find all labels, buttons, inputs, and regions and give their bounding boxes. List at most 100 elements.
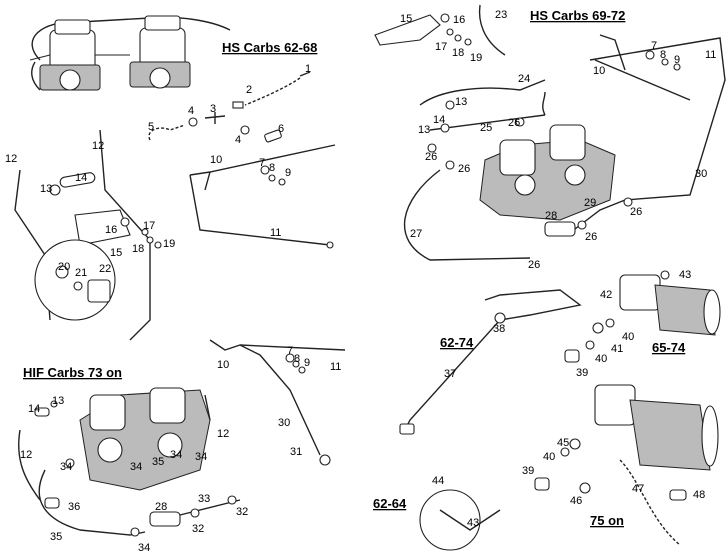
callout: 18 (452, 47, 464, 59)
washer-8r (661, 58, 669, 66)
nut-7 (260, 165, 270, 175)
clip-9 (278, 178, 286, 186)
nut-13 (49, 184, 61, 196)
washer-40b (585, 340, 595, 350)
clip-4b (240, 125, 250, 135)
olive-34b (65, 458, 75, 468)
pipe-end (326, 241, 334, 249)
callout: 19 (470, 52, 482, 64)
section-title-hs-69-72: HS Carbs 69-72 (530, 8, 625, 23)
pipe-12h-right (204, 394, 211, 421)
clip-48 (669, 489, 687, 501)
callout: 11 (330, 361, 341, 373)
callout: 17 (435, 41, 447, 53)
nut-13r (445, 100, 455, 110)
callout: 34 (170, 449, 182, 461)
washer-21 (73, 281, 83, 291)
callout: 6 (278, 123, 284, 135)
callout: 4 (188, 105, 194, 117)
washer-40 (605, 318, 615, 328)
washer-17r (446, 28, 454, 36)
callout: 36 (68, 501, 80, 513)
clip-part (232, 101, 244, 109)
nut-13h (50, 400, 58, 408)
banjo-39b (534, 477, 550, 491)
callout: 28 (155, 501, 167, 513)
callout: 7 (259, 157, 265, 169)
callout: 26 (458, 163, 470, 175)
callout: 45 (557, 437, 569, 449)
heat-shield-15 (374, 14, 441, 46)
callout: 34 (60, 461, 72, 473)
pipe-27 (403, 169, 531, 261)
callout: 18 (132, 243, 144, 255)
callout: 26 (585, 231, 597, 243)
callout: 7 (651, 40, 657, 52)
hose-47 (619, 459, 681, 546)
olive-32 (190, 508, 200, 518)
callout: 34 (130, 461, 142, 473)
union-6 (264, 129, 282, 143)
hif-73-carburettors (79, 387, 211, 491)
callout: 8 (294, 353, 300, 365)
pump-75-on (594, 384, 719, 471)
callout: 26 (528, 259, 540, 271)
callout: 30 (278, 417, 290, 429)
nipple-41 (592, 322, 604, 334)
callout: 37 (444, 368, 456, 380)
pipe-12h (18, 429, 41, 501)
callout: 38 (493, 323, 505, 335)
nut-19r (464, 38, 472, 46)
callout: 8 (660, 49, 666, 61)
callout: 22 (99, 263, 111, 275)
callout: 23 (495, 9, 507, 21)
callout: 15 (400, 13, 412, 25)
bolt-14 (59, 172, 96, 188)
callout: 46 (570, 495, 582, 507)
nut-13r2 (440, 123, 450, 133)
washer-8h (292, 360, 300, 368)
callout: 44 (432, 475, 444, 487)
nut-19 (154, 241, 162, 249)
callout: 14 (28, 403, 40, 415)
callout: 10 (210, 154, 222, 166)
callout: 11 (705, 49, 716, 61)
callout-labels: 1 2 3 4 4 5 6 7 8 9 10 11 12 12 13 14 15… (5, 9, 716, 554)
callout: 42 (600, 289, 612, 301)
callout: 3 (210, 103, 216, 115)
callout: 35 (152, 456, 164, 468)
pipe-30-branch (594, 59, 691, 101)
callout: 16 (453, 14, 465, 26)
callout: 47 (632, 483, 644, 495)
callout: 14 (75, 172, 87, 184)
callout: 9 (285, 167, 291, 179)
olive-32b (227, 495, 237, 505)
clip-16 (120, 217, 130, 227)
pipe-25-bend (542, 91, 546, 116)
pipe-clip-10 (204, 171, 211, 191)
callout: 30 (695, 168, 707, 180)
callout: 10 (593, 65, 605, 77)
pipe-35 (38, 469, 146, 536)
clip-9r (673, 63, 681, 71)
callout: 28 (545, 210, 557, 222)
pipe-23 (478, 4, 506, 56)
callout: 27 (410, 228, 422, 240)
pump-62-64-pipe (439, 509, 501, 531)
callout: 8 (269, 162, 275, 174)
callout: 26 (425, 151, 437, 163)
callout: 5 (148, 121, 154, 133)
callout: 41 (611, 343, 623, 355)
callout: 26 (508, 117, 520, 129)
callout: 34 (195, 451, 207, 463)
callout: 48 (693, 489, 705, 501)
callout: 14 (433, 114, 445, 126)
callout: 34 (138, 542, 150, 554)
callout: 32 (236, 506, 248, 518)
section-title-hs-62-68: HS Carbs 62-68 (222, 40, 317, 55)
callout: 2 (246, 84, 252, 96)
callout: 20 (58, 261, 70, 273)
callout: 17 (143, 220, 155, 232)
callout: 40 (622, 331, 634, 343)
